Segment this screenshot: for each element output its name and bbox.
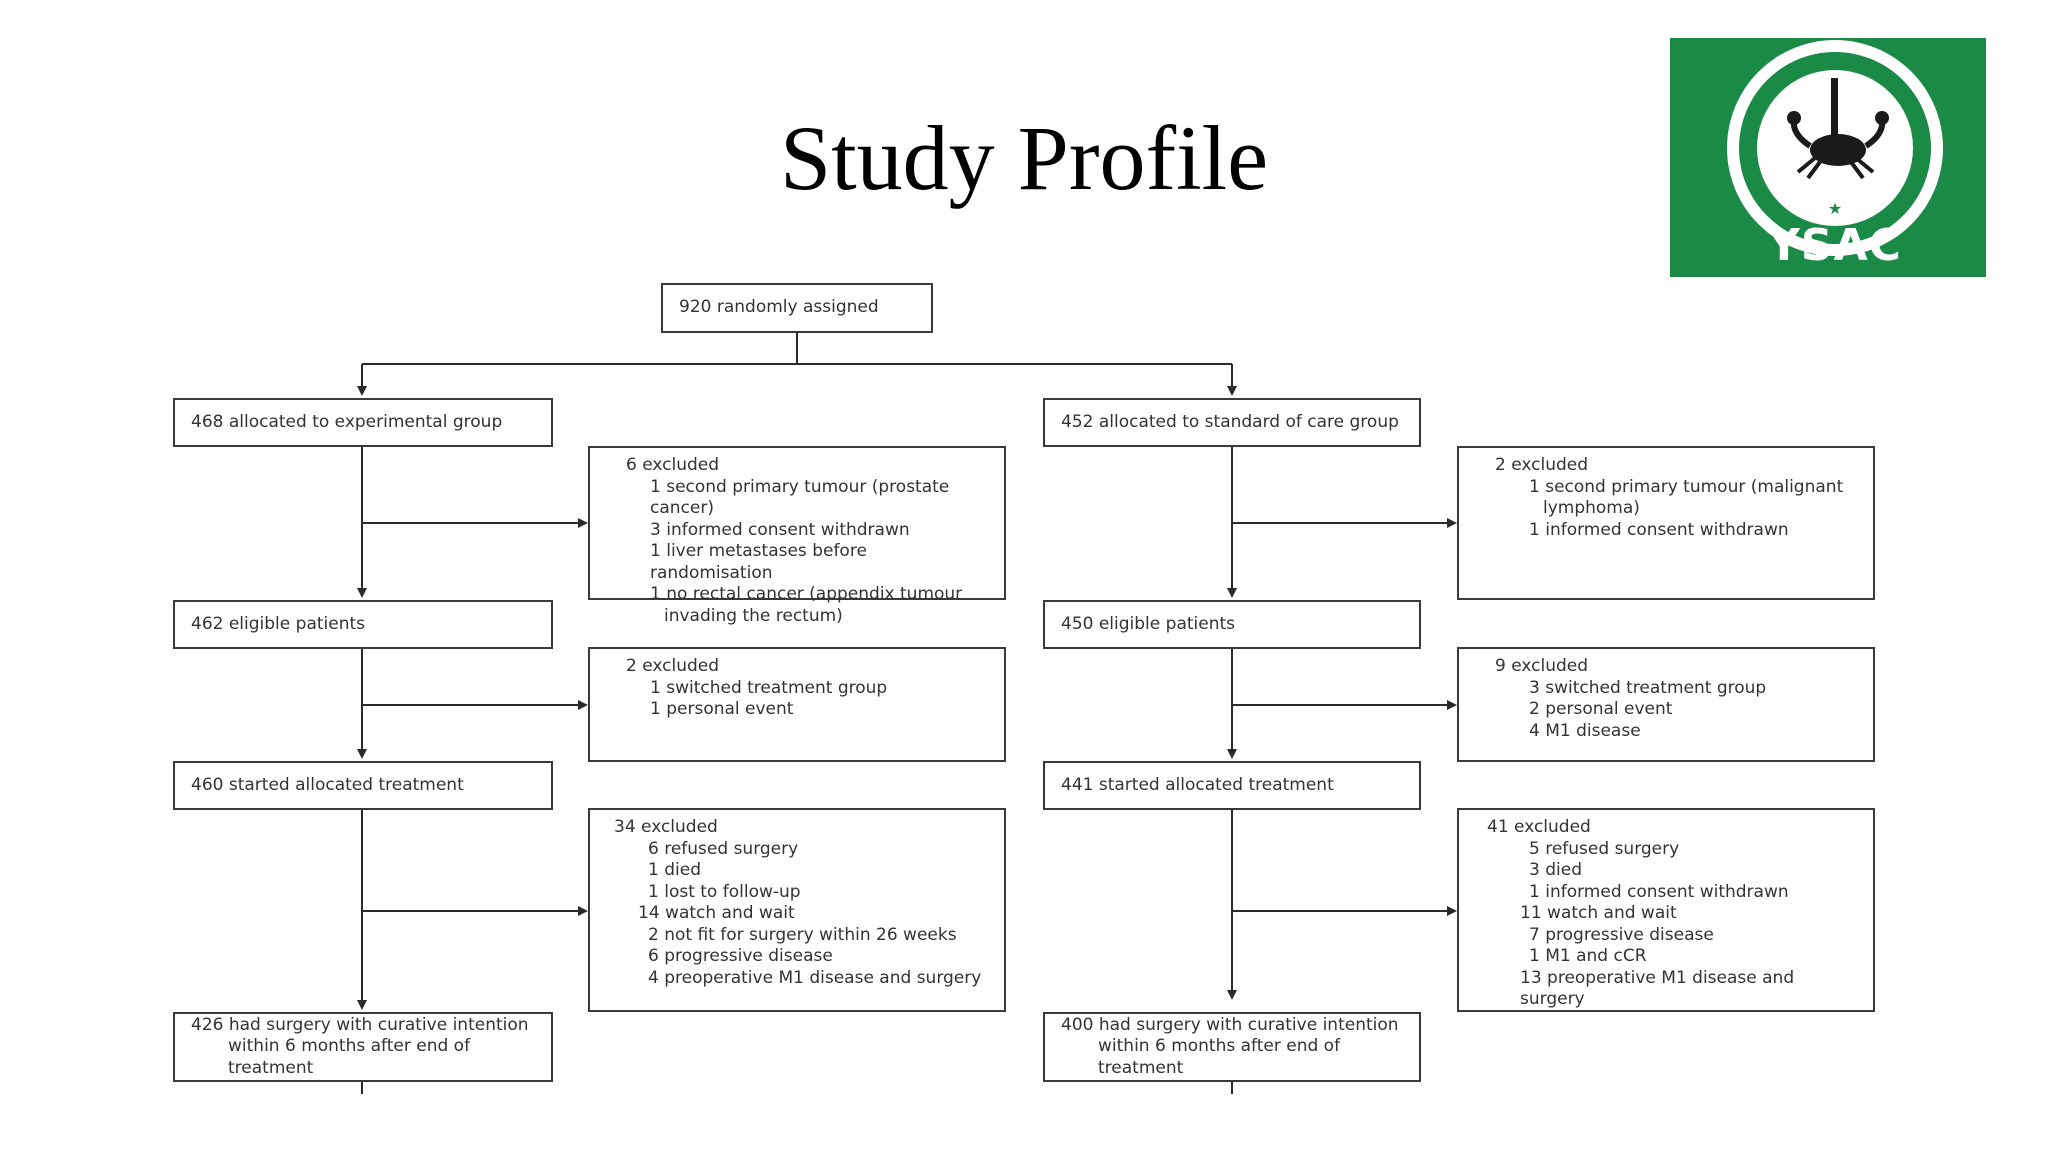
- exclusion-heading: 2 excluded: [1495, 455, 1589, 475]
- right-started-node: 441 started allocated treatment: [1043, 761, 1421, 810]
- left-started-node: 460 started allocated treatment: [173, 761, 553, 810]
- right-eligible-node: 450 eligible patients: [1043, 600, 1421, 649]
- exclusion-item: 1 M1 and cCR: [1529, 946, 1647, 966]
- left-eligible-label: 462 eligible patients: [191, 613, 366, 634]
- exclusion-item: 1 switched treatment group: [650, 677, 888, 698]
- right-surgery-line1: 400 had surgery with curative intention: [1061, 1014, 1399, 1035]
- exclusion-item: 1 liver metastases before randomisation: [650, 541, 867, 583]
- left-allocated-node: 468 allocated to experimental group: [173, 398, 553, 447]
- exclusion-item: 7 progressive disease: [1529, 924, 1714, 945]
- left-started-label: 460 started allocated treatment: [191, 774, 464, 795]
- exclusion-item: lymphoma): [1543, 498, 1640, 518]
- left-exclusion-1: 6 excluded 1 second primary tumour (pros…: [588, 446, 1006, 626]
- exclusion-heading: 9 excluded: [1495, 656, 1589, 676]
- right-surgery-node: 400 had surgery with curative intention …: [1043, 1012, 1421, 1082]
- right-started-label: 441 started allocated treatment: [1061, 774, 1334, 795]
- logo-acronym: YSAC: [1768, 220, 1902, 271]
- exclusion-item: 3 died: [1529, 860, 1582, 880]
- exclusion-item: 13 preoperative M1 disease and surgery: [1520, 967, 1795, 1010]
- exclusion-heading: 2 excluded: [626, 656, 720, 676]
- exclusion-heading: 6 excluded: [626, 455, 720, 475]
- exclusion-item: 2 not fit for surgery within 26 weeks: [648, 924, 957, 945]
- left-surgery-node: 426 had surgery with curative intention …: [173, 1012, 553, 1082]
- exclusion-heading: 34 excluded: [614, 817, 718, 837]
- svg-text:★: ★: [1828, 199, 1842, 218]
- exclusion-item: 1 informed consent withdrawn: [1529, 519, 1789, 540]
- right-surgery-line2: within 6 months after end of treatment: [1098, 1036, 1341, 1078]
- right-exclusion-1: 2 excluded 1 second primary tumour (mali…: [1457, 446, 1875, 600]
- randomised-label: 920 randomly assigned: [679, 297, 879, 318]
- exclusion-item: 14 watch and wait: [638, 903, 795, 923]
- exclusion-item: 4 M1 disease: [1529, 720, 1641, 741]
- exclusion-item: 1 second primary tumour (prostate cancer…: [650, 476, 950, 519]
- ysac-logo: ★ YSAC: [1670, 38, 2000, 277]
- right-exclusion-3: 41 excluded 5 refused surgery 3 died 1 i…: [1457, 808, 1875, 1012]
- left-surgery-line2: within 6 months after end of treatment: [228, 1036, 471, 1078]
- exclusion-item: 2 personal event: [1529, 699, 1673, 719]
- left-eligible-node: 462 eligible patients: [173, 600, 553, 649]
- right-exclusion-2: 9 excluded 3 switched treatment group 2 …: [1457, 647, 1875, 762]
- randomised-node: 920 randomly assigned: [661, 283, 933, 333]
- exclusion-item: 1 no rectal cancer (appendix tumour: [650, 584, 963, 604]
- left-allocated-label: 468 allocated to experimental group: [191, 411, 503, 432]
- exclusion-item: 1 second primary tumour (malignant: [1529, 476, 1844, 497]
- exclusion-item: 5 refused surgery: [1529, 838, 1680, 859]
- right-eligible-label: 450 eligible patients: [1061, 613, 1236, 634]
- exclusion-item: 11 watch and wait: [1520, 903, 1677, 923]
- left-exclusion-2: 2 excluded 1 switched treatment group 1 …: [588, 647, 1006, 762]
- exclusion-item: 6 refused surgery: [648, 838, 799, 859]
- exclusion-item: 1 informed consent withdrawn: [1529, 881, 1789, 902]
- exclusion-item: invading the rectum): [664, 605, 843, 626]
- slide-title: Study Profile: [779, 107, 1269, 209]
- crab-emblem-icon: ★: [1727, 40, 1943, 256]
- right-allocated-label: 452 allocated to standard of care group: [1061, 411, 1399, 432]
- right-allocated-node: 452 allocated to standard of care group: [1043, 398, 1421, 447]
- exclusion-item: 6 progressive disease: [648, 946, 833, 966]
- exclusion-item: 1 lost to follow-up: [648, 881, 801, 902]
- logo-crop: [1986, 38, 2048, 277]
- exclusion-item: 3 switched treatment group: [1529, 677, 1767, 698]
- exclusion-item: 1 personal event: [650, 699, 794, 719]
- exclusion-item: 3 informed consent withdrawn: [650, 519, 910, 540]
- left-surgery-line1: 426 had surgery with curative intention: [191, 1014, 529, 1035]
- exclusion-item: 1 died: [648, 860, 701, 880]
- exclusion-heading: 41 excluded: [1487, 817, 1591, 837]
- exclusion-item: 4 preoperative M1 disease and surgery: [648, 967, 982, 988]
- left-exclusion-3: 34 excluded 6 refused surgery 1 died 1 l…: [588, 808, 1006, 1012]
